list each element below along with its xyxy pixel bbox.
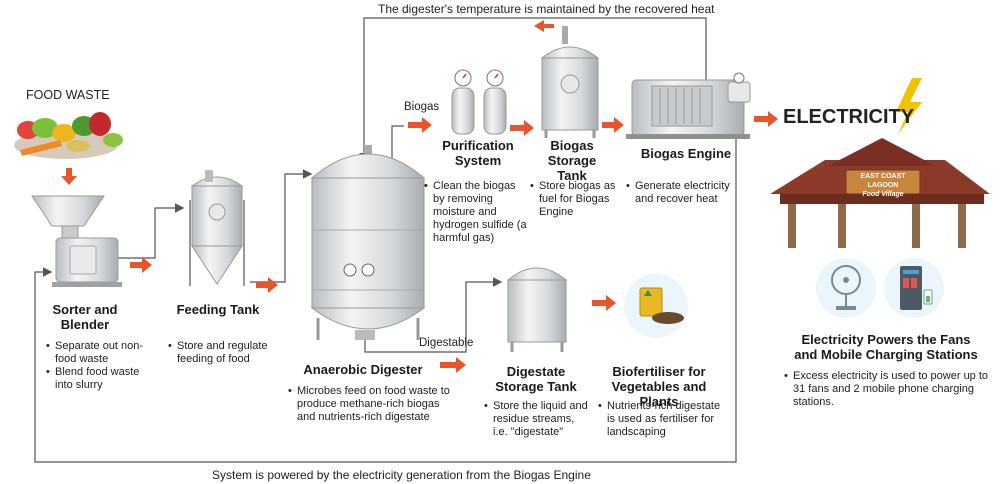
engine-title-line1: Biogas Engine [640,146,732,161]
storage-title-line1: Biogas Storage [547,138,597,168]
arrow-storage-engine [602,117,624,133]
biofertiliser-bullets: Nutrients-rich digestate is used as fert… [598,400,722,439]
sorter-blender-icon [31,195,122,287]
sorter-title-line2: Blender [60,317,110,332]
digester-bullets: Microbes feed on food waste to produce m… [288,385,458,424]
engine-bullet-1: Generate electricity and recover heat [626,180,736,206]
powers-bullet-1: Excess electricity is used to power up t… [784,370,990,409]
powers-bullets: Excess electricity is used to power up t… [784,370,990,409]
feeding-bullets: Store and regulate feeding of food [168,340,278,366]
arrow-digestate-fert [592,295,616,311]
digester-bullet-1: Microbes feed on food waste to produce m… [288,385,458,424]
digester-title: Anaerobic Digester [298,362,428,377]
arrow-engine-electricity [754,111,778,127]
feeding-bullet-1: Store and regulate feeding of food [168,340,278,366]
feeding-title-line1: Feeding Tank [176,302,260,317]
food-village-canopy-icon [770,138,990,248]
arrow-biogas-purif [408,117,432,133]
feeding-tank-icon [189,170,245,286]
fertiliser-icon [624,274,688,338]
arrow-digestable [440,357,466,373]
feed-to-digester-line [250,169,313,283]
storage-bullet-1: Store biogas as fuel for Biogas Engine [530,180,618,219]
storage-bullets: Store biogas as fuel for Biogas Engine [530,180,618,219]
digestable-label: Digestable [419,337,474,349]
food-waste-icon [14,112,123,159]
biofertiliser-bullet-1: Nutrients-rich digestate is used as fert… [598,400,722,439]
sorter-title-line1: Sorter and [52,302,118,317]
charging-station-icon [884,258,944,318]
digestate-title-line2: Storage Tank [495,379,577,394]
purification-title-line1: Purification [442,138,514,153]
canopy-sign-line1: EAST COAST LAGOON [860,173,906,189]
sorter-bullet-1: Separate out non-food waste [46,340,146,366]
sorter-to-feed-line [100,203,185,259]
digester-to-biogas-line [391,125,404,160]
biogas-engine-icon [626,72,751,139]
power-return-line [34,120,737,463]
digester-to-digestate-line [364,277,503,353]
arrow-feed-digester [256,277,278,293]
powers-title-line2: and Mobile Charging Stations [794,347,978,362]
engine-bullets: Generate electricity and recover heat [626,180,736,206]
heat-recovery-line [359,17,707,163]
feeding-title: Feeding Tank [168,302,268,317]
purification-title-line2: System [454,153,502,168]
purification-bullets: Clean the biogas by removing moisture an… [424,180,530,245]
canopy-sign: EAST COAST LAGOON Food Village [846,172,920,199]
bottom-caption: System is powered by the electricity gen… [212,468,591,482]
biofertiliser-title-line1: Biofertiliser for [612,364,706,379]
sorter-title: Sorter and Blender [30,302,140,332]
arrow-sorter-feed [130,257,152,273]
heat-arrow [534,20,554,32]
food-waste-label: FOOD WASTE [26,88,110,102]
anaerobic-digester-icon [310,145,426,340]
lightning-bolt-icon [896,78,922,134]
digestate-title-line1: Digestate [506,364,566,379]
engine-title: Biogas Engine [630,146,742,161]
top-caption: The digester's temperature is maintained… [378,2,715,16]
food-down-arrow [61,168,77,185]
storage-title: Biogas Storage Tank [526,138,618,183]
biogas-label: Biogas [404,101,440,113]
orange-arrows [61,20,778,373]
arrow-purif-storage [510,120,534,136]
purification-system-icon [451,69,507,135]
digestate-title: Digestate Storage Tank [484,364,588,394]
purification-bullet-1: Clean the biogas by removing moisture an… [424,180,530,245]
sorter-bullets: Separate out non-food waste Blend food w… [46,340,146,392]
electricity-label: ELECTRICITY [783,106,915,128]
digestate-storage-tank-icon [506,267,568,352]
sorter-bullet-2: Blend food waste into slurry [46,366,146,392]
powers-title-line1: Electricity Powers the Fans [801,332,971,347]
biogas-storage-tank-icon [540,26,600,138]
canopy-sign-line2: Food Village [862,191,904,198]
powers-title: Electricity Powers the Fans and Mobile C… [786,332,986,362]
purification-title: Purification System [428,138,528,168]
digester-title-line1: Anaerobic Digester [303,362,423,377]
fan-icon [816,258,876,318]
digestate-bullet-1: Store the liquid and residue streams, i.… [484,400,590,439]
digestate-bullets: Store the liquid and residue streams, i.… [484,400,590,439]
